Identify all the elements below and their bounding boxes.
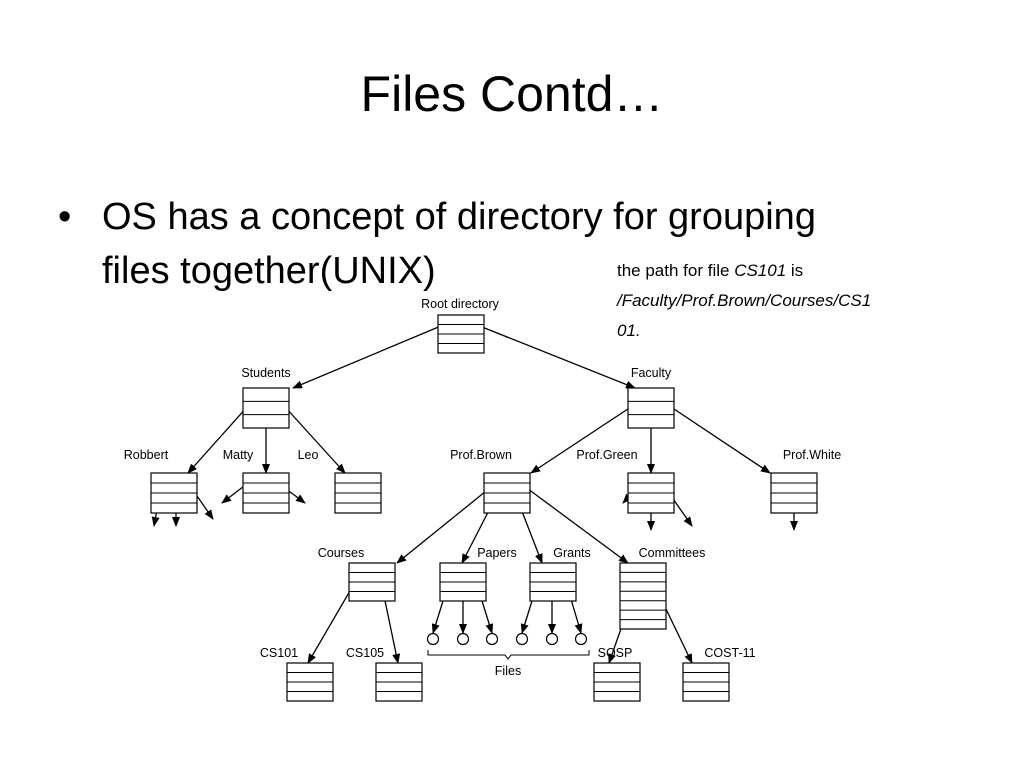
- path-note-suffix: is: [786, 261, 804, 280]
- label-committees: Committees: [639, 546, 706, 560]
- node-cs105: [375, 662, 423, 702]
- node-faculty: [627, 387, 675, 429]
- path-note: the path for file CS101 is /Faculty/Prof…: [617, 256, 977, 346]
- box-students: [242, 387, 290, 429]
- node-cost11: [682, 662, 730, 702]
- path-note-file: CS101: [734, 261, 787, 280]
- file-node: [426, 632, 440, 646]
- bullet-line-1: OS has a concept of directory for groupi…: [102, 196, 816, 238]
- node-robbert: [150, 472, 198, 514]
- node-prof-green: [627, 472, 675, 514]
- label-robbert: Robbert: [124, 448, 169, 462]
- file-node: [485, 632, 499, 646]
- node-root: [437, 314, 485, 354]
- box-committees: [619, 562, 667, 630]
- label-grants: Grants: [553, 546, 591, 560]
- label-faculty: Faculty: [631, 366, 672, 380]
- edge-arrow: [519, 482, 629, 564]
- file-circles: [426, 632, 588, 646]
- label-sosp: SOSP: [598, 646, 633, 660]
- label-matty: Matty: [223, 448, 254, 462]
- edge-arrow: [292, 322, 449, 389]
- path-note-path-1: /Faculty/Prof.Brown/Courses/CS1: [617, 291, 872, 310]
- label-cs105: CS105: [346, 646, 384, 660]
- node-leo: [334, 472, 382, 514]
- bullet-symbol: •: [58, 196, 72, 238]
- files-brace: [427, 650, 590, 660]
- node-students: [242, 387, 290, 429]
- path-note-prefix: the path for file: [617, 261, 735, 280]
- path-note-line-1: the path for file CS101 is: [617, 256, 977, 286]
- node-prof-white: [770, 472, 818, 514]
- tree-nodes: [150, 314, 818, 702]
- label-prof-green: Prof.Green: [576, 448, 637, 462]
- label-courses: Courses: [318, 546, 365, 560]
- file-node: [515, 632, 529, 646]
- file-node: [545, 632, 559, 646]
- edge-arrow: [530, 396, 647, 474]
- box-faculty: [627, 387, 675, 429]
- node-papers: [439, 562, 487, 602]
- label-prof-brown: Prof.Brown: [450, 448, 512, 462]
- node-cs101: [286, 662, 334, 702]
- node-sosp: [593, 662, 641, 702]
- label-leo: Leo: [298, 448, 319, 462]
- label-files: Files: [495, 664, 521, 678]
- node-grants: [529, 562, 577, 602]
- tree-edges: [151, 322, 798, 664]
- node-matty: [242, 472, 290, 514]
- bullet-line-2: files together(UNIX): [102, 250, 436, 292]
- slide-title: Files Contd…: [360, 66, 664, 122]
- label-students: Students: [241, 366, 290, 380]
- label-cs101: CS101: [260, 646, 298, 660]
- label-root: Root directory: [421, 297, 500, 311]
- edge-arrow: [471, 322, 636, 389]
- bullet-text: OS has a concept of directory for groupi…: [102, 190, 932, 298]
- label-prof-white: Prof.White: [783, 448, 841, 462]
- label-cost11: COST-11: [704, 646, 755, 660]
- edge-arrow: [396, 482, 497, 564]
- path-note-path-2: 01.: [617, 321, 641, 340]
- file-node: [456, 632, 470, 646]
- file-node: [574, 632, 588, 646]
- edge-arrow: [655, 396, 771, 474]
- node-committees: [619, 562, 667, 630]
- node-prof-brown: [483, 472, 531, 514]
- label-papers: Papers: [477, 546, 517, 560]
- node-courses: [348, 562, 396, 602]
